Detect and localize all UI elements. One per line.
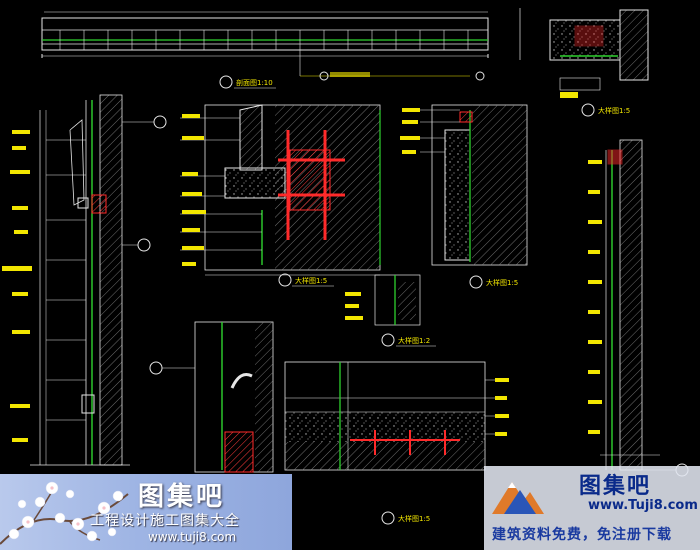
title-center: 大样图1:5 (295, 276, 327, 285)
watermark-right-title: 图集吧 (579, 473, 652, 499)
watermark-left-subtitle: 工程设计施工图集大全 (90, 513, 240, 529)
right-middle-detail (400, 104, 528, 266)
center-detail (180, 104, 381, 276)
watermark-left-title: 图集吧 (138, 482, 226, 512)
right-tall-section (588, 139, 689, 477)
bottom-center-detail (284, 361, 509, 471)
watermark-right-url: www.Tuji8.com (588, 498, 698, 513)
watermark-left: 图集吧 工程设计施工图集大全 www.tuji8.com (0, 474, 292, 550)
blossom-icon (0, 481, 129, 545)
title-small-mid: 大样图1:2 (398, 336, 430, 345)
title-right: 大样图1:5 (486, 278, 518, 287)
top-elevation-drawing (41, 8, 521, 81)
title-top: 剖面图1:10 (236, 78, 273, 87)
top-right-detail (549, 9, 649, 98)
mountain-logo-icon (492, 482, 544, 514)
watermark-left-url: www.tuji8.com (148, 530, 237, 544)
watermark-right: 图集吧 www.Tuji8.com 建筑资料免费，免注册下载 (484, 466, 700, 550)
watermark-right-slogan: 建筑资料免费，免注册下载 (492, 527, 672, 543)
small-middle-detail (345, 274, 421, 326)
left-tall-section (2, 94, 167, 466)
bottom-left-detail (149, 321, 274, 473)
title-badges: 剖面图1:10 大样图1:5 大样图1:2 大样图1:5 大样图1:5 大样图1… (219, 75, 630, 525)
title-bottom-right: 大样图1:5 (598, 106, 630, 115)
title-bottom-center: 大样图1:5 (398, 514, 430, 523)
